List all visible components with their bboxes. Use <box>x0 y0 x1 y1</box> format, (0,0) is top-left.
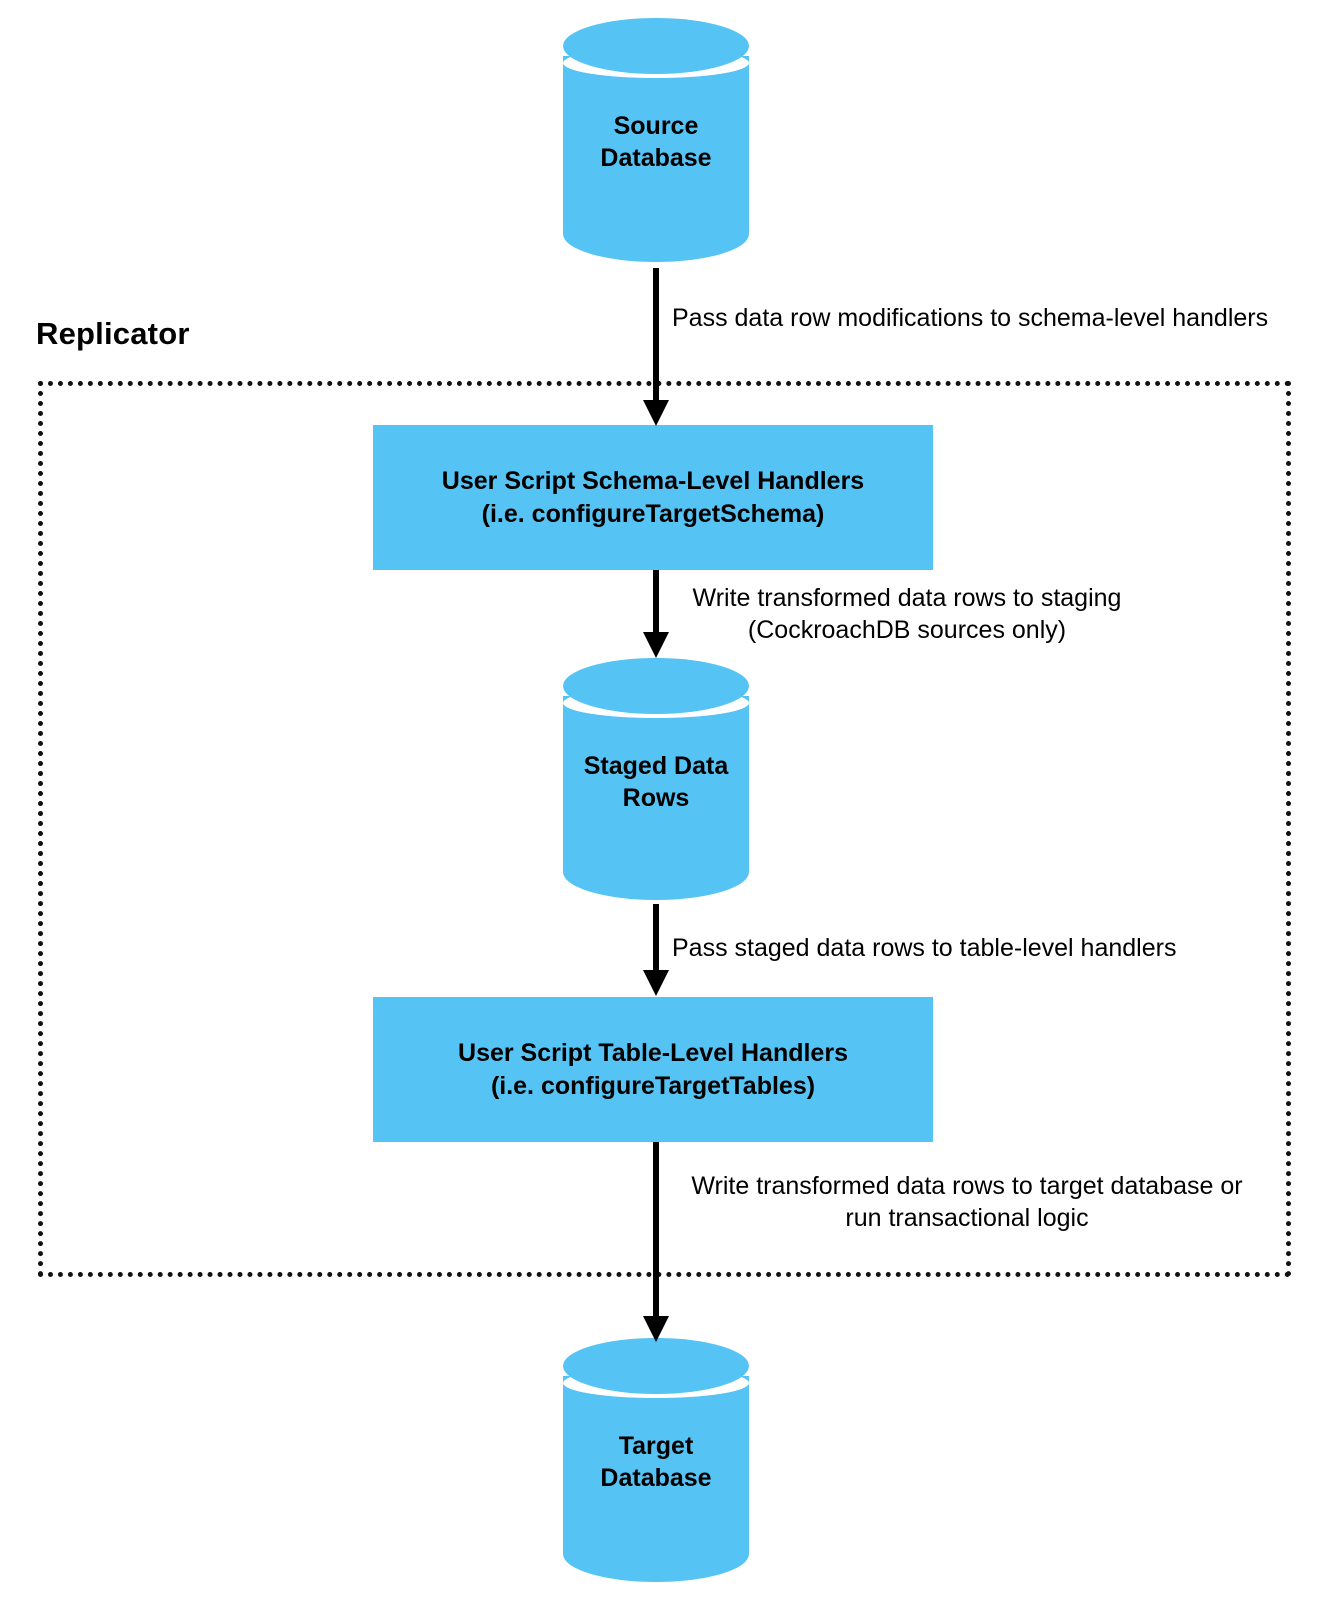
replicator-boundary-box <box>38 381 1291 1277</box>
edge-label-line2: (CockroachDB sources only) <box>747 615 1067 644</box>
node-target-database: Target Database <box>563 1338 749 1588</box>
node-source-database-label: Source Database <box>563 110 749 174</box>
node-table-level-handlers: User Script Table-Level Handlers (i.e. c… <box>373 997 933 1142</box>
cylinder-body <box>563 1376 749 1582</box>
node-schema-level-handlers-line1: User Script Schema-Level Handlers <box>441 467 865 495</box>
node-source-database: Source Database <box>563 18 749 268</box>
edge-label-source-to-schema-handlers: Pass data row modifications to schema-le… <box>672 303 1268 335</box>
arrow-schema-handlers-to-staged <box>643 570 669 658</box>
arrow-source-to-schema-handlers <box>643 268 669 426</box>
edge-label-line1: Pass data row modifications to schema-le… <box>672 304 1269 332</box>
cylinder-body <box>563 696 749 900</box>
node-target-database-label: Target Database <box>563 1430 749 1494</box>
edge-label-staged-to-table-handlers: Pass staged data rows to table-level han… <box>672 933 1176 965</box>
arrow-table-handlers-to-target <box>643 1142 669 1342</box>
node-staged-data-rows-label: Staged Data Rows <box>563 750 749 814</box>
replicator-group-label: Replicator <box>36 316 190 351</box>
edge-label-schema-handlers-to-staged: Write transformed data rows to staging (… <box>672 583 1142 646</box>
node-table-level-handlers-line1: User Script Table-Level Handlers <box>458 1039 848 1067</box>
arrow-head <box>643 1316 669 1342</box>
node-table-level-handlers-label: User Script Table-Level Handlers (i.e. c… <box>446 1037 860 1102</box>
node-staged-data-rows: Staged Data Rows <box>563 658 749 906</box>
edge-label-line1: Write transformed data rows to staging <box>692 584 1122 612</box>
node-staged-data-rows-line2: Rows <box>622 784 690 812</box>
node-staged-data-rows-line1: Staged Data <box>583 752 729 780</box>
node-table-level-handlers-line2: (i.e. configureTargetTables) <box>490 1071 816 1100</box>
edge-label-line1: Write transformed data rows to target da… <box>691 1172 1243 1200</box>
node-schema-level-handlers: User Script Schema-Level Handlers (i.e. … <box>373 425 933 570</box>
arrow-head <box>643 400 669 426</box>
node-target-database-line1: Target <box>618 1432 694 1460</box>
cylinder-top-ellipse <box>563 18 749 74</box>
arrow-head <box>643 632 669 658</box>
node-source-database-line2: Database <box>600 144 712 172</box>
arrow-head <box>643 970 669 996</box>
edge-label-table-handlers-to-target: Write transformed data rows to target da… <box>672 1171 1262 1234</box>
edge-label-line1: Pass staged data rows to table-level han… <box>672 934 1177 962</box>
arrow-shaft <box>653 1142 659 1316</box>
arrow-shaft <box>653 904 659 970</box>
cylinder-top-ellipse <box>563 1338 749 1394</box>
node-source-database-line1: Source <box>613 112 699 140</box>
cylinder-top-ellipse <box>563 658 749 714</box>
node-target-database-line2: Database <box>600 1464 712 1492</box>
node-schema-level-handlers-line2: (i.e. configureTargetSchema) <box>481 499 825 528</box>
arrow-staged-to-table-handlers <box>643 904 669 996</box>
node-schema-level-handlers-label: User Script Schema-Level Handlers (i.e. … <box>430 465 876 530</box>
arrow-shaft <box>653 268 659 400</box>
arrow-shaft <box>653 570 659 632</box>
edge-label-line2: run transactional logic <box>845 1203 1089 1232</box>
cylinder-body <box>563 56 749 262</box>
